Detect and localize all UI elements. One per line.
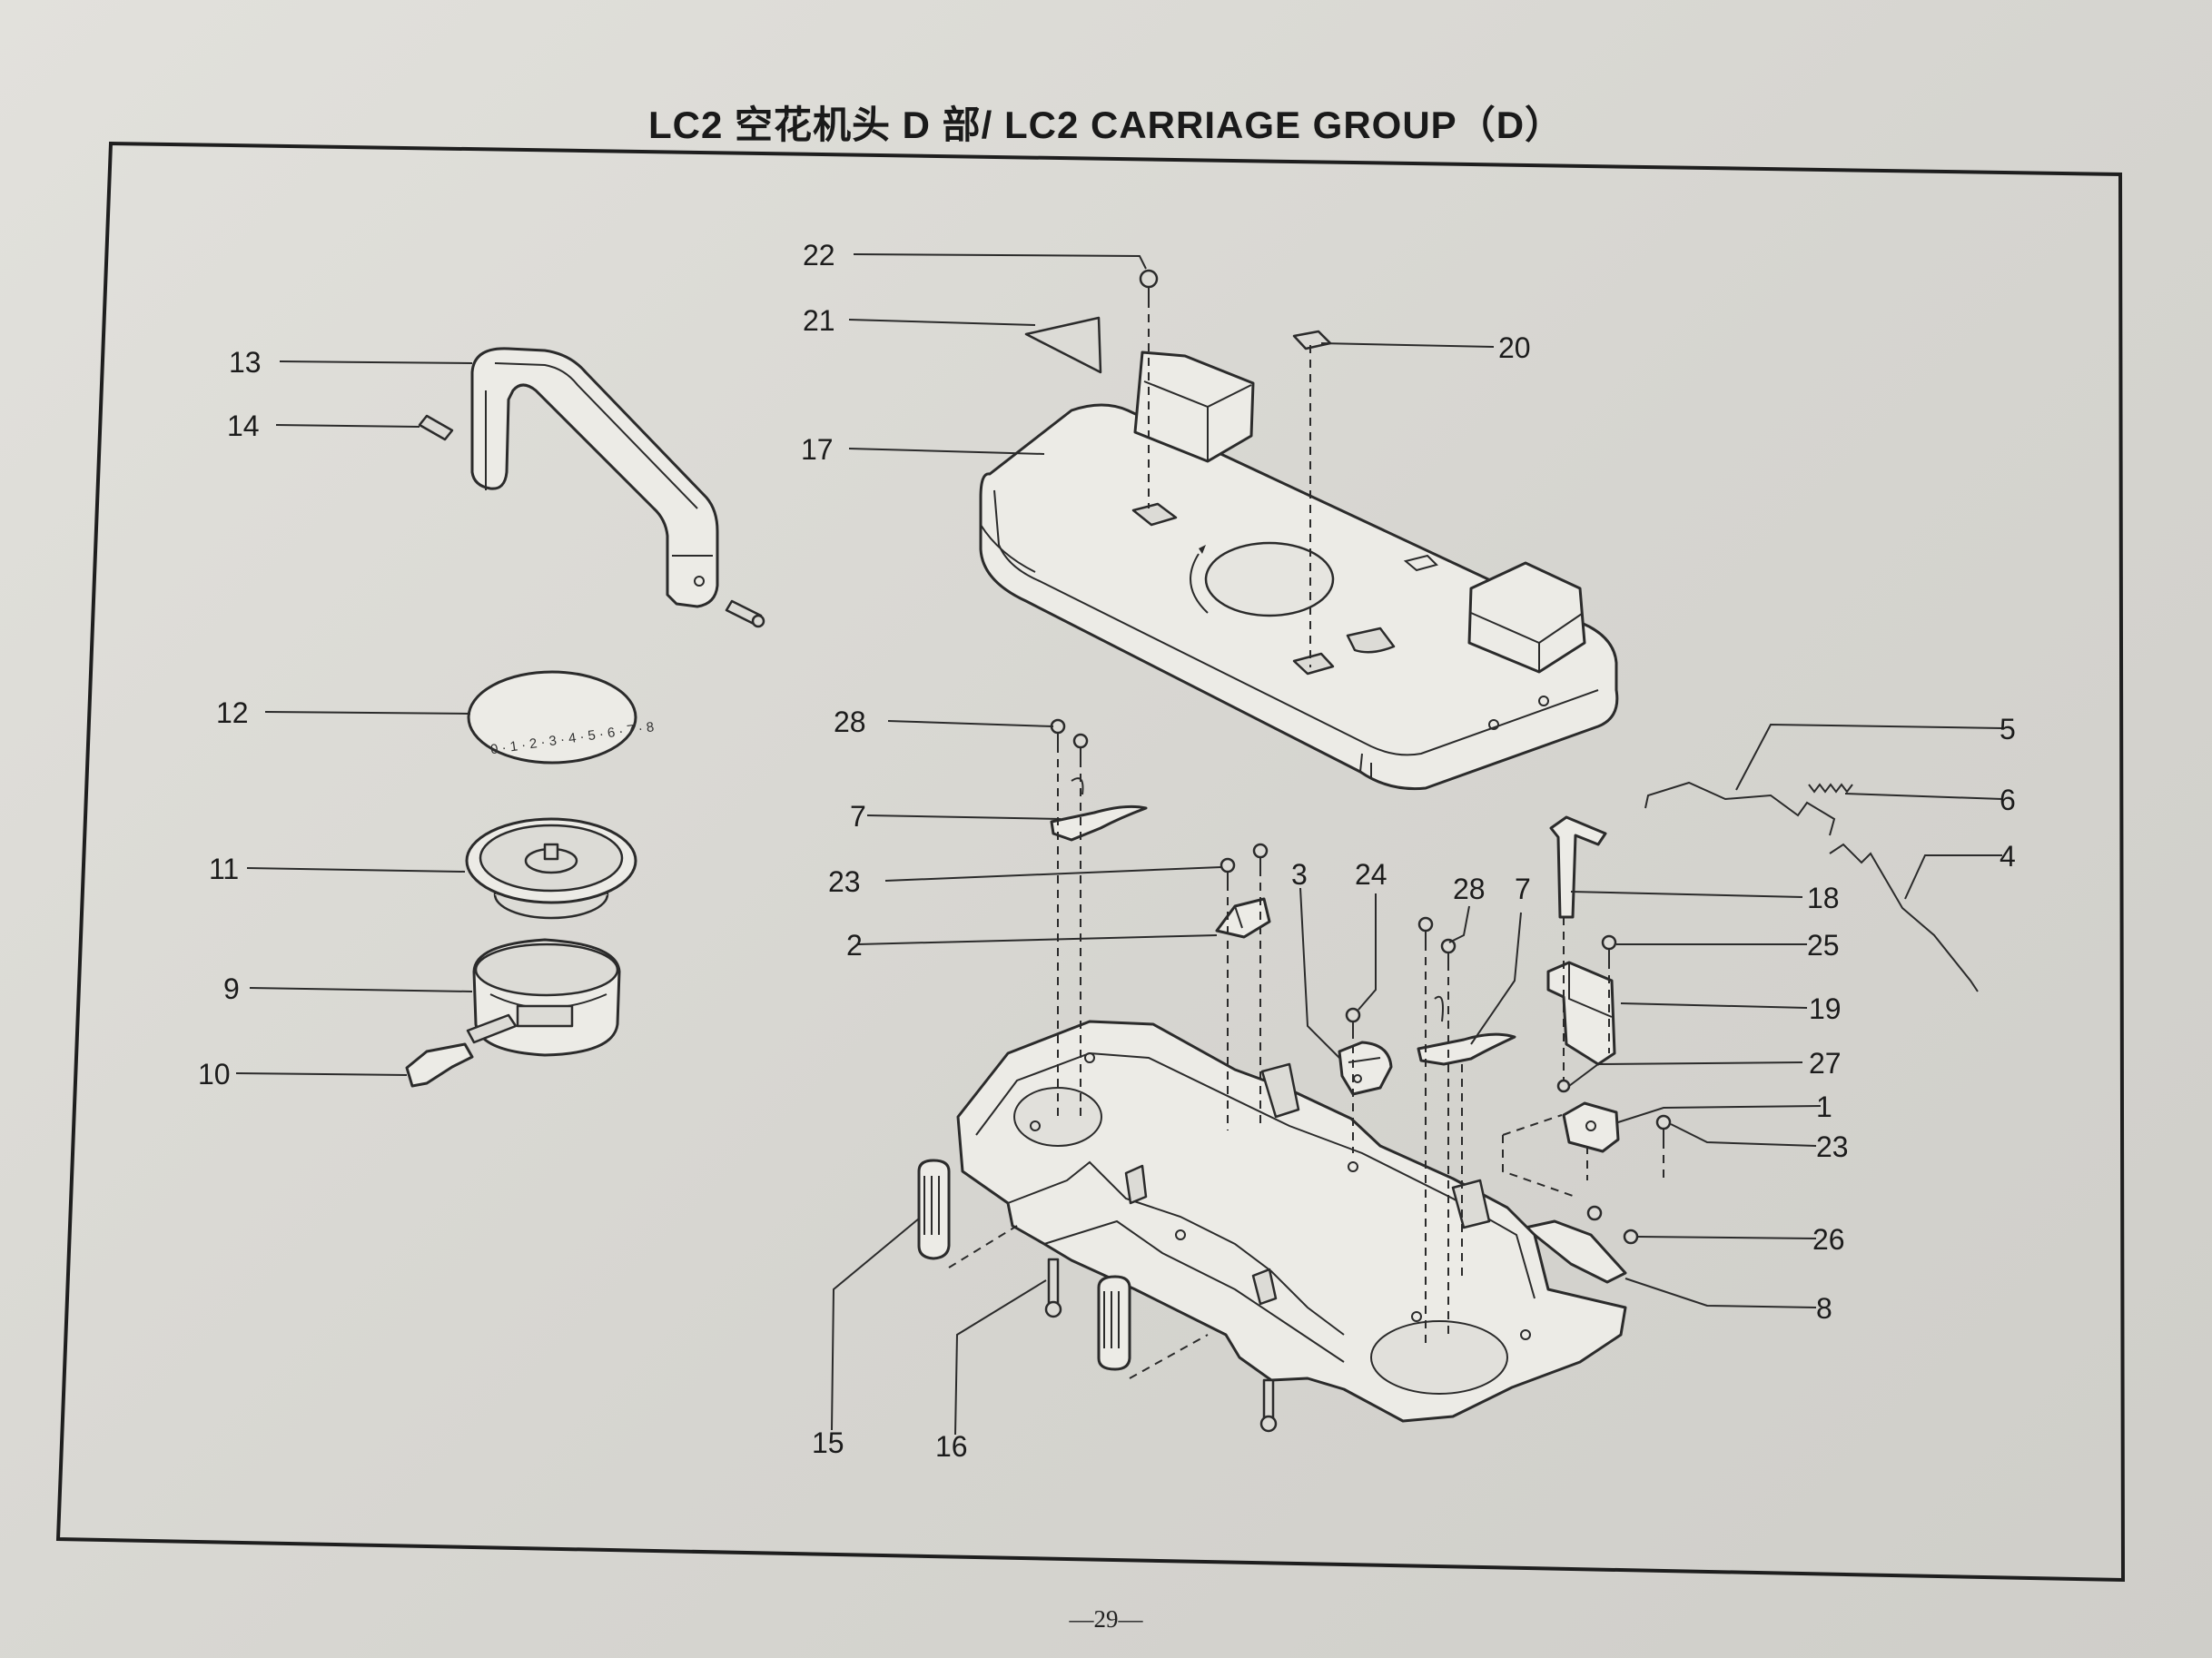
callout-20: 20	[1498, 331, 1531, 364]
part-24-screw	[1345, 1007, 1361, 1031]
callout-18: 18	[1807, 882, 1840, 914]
callout-6: 6	[2000, 784, 2016, 816]
part-23-screw-right	[1655, 1114, 1672, 1140]
part-17-top-cover	[979, 350, 1619, 791]
callout-9: 9	[223, 972, 240, 1005]
callout-10: 10	[198, 1058, 231, 1091]
callout-28-top: 28	[834, 706, 866, 738]
part-11-dial	[465, 817, 637, 920]
part-5-wire	[1644, 781, 1836, 836]
part-9-dial-housing	[466, 938, 621, 1057]
callout-16: 16	[935, 1430, 968, 1463]
callout-12: 12	[216, 696, 249, 729]
callout-25: 25	[1807, 929, 1840, 962]
callout-3: 3	[1291, 858, 1308, 891]
part-21-triangle-label	[1024, 316, 1102, 374]
part-8-guide-plate	[1524, 1219, 1627, 1284]
part-16-screw	[1044, 1258, 1278, 1433]
part-20-cap	[1292, 330, 1332, 350]
callout-27: 27	[1809, 1047, 1842, 1080]
callout-21: 21	[803, 304, 835, 337]
part-4-wire	[1829, 843, 1979, 992]
callout-17: 17	[801, 433, 834, 466]
callout-8: 8	[1816, 1292, 1832, 1325]
callout-23-right: 23	[1816, 1130, 1849, 1163]
part-2-bracket	[1215, 897, 1271, 939]
part-22-screw	[1139, 269, 1159, 300]
callout-7-right: 7	[1515, 873, 1531, 905]
part-26-screw	[1586, 1205, 1639, 1245]
callout-28-right: 28	[1453, 873, 1486, 905]
callout-23-left: 23	[828, 865, 861, 898]
callout-4: 4	[2000, 840, 2016, 873]
part-12-dial-sheet: 0 · 1 · 2 · 3 · 4 · 5 · 6 · 7 · 8	[467, 670, 655, 765]
callout-24: 24	[1355, 858, 1387, 891]
part-1-plate	[1562, 1101, 1620, 1153]
part-28-screw-right	[1417, 916, 1457, 962]
part-19-bracket	[1546, 961, 1616, 1066]
part-25-screw	[1601, 934, 1617, 961]
part-7-latch	[1050, 777, 1148, 842]
callout-5: 5	[2000, 713, 2016, 745]
part-7-latch-right	[1417, 995, 1516, 1066]
callout-11: 11	[209, 853, 239, 885]
part-14-pin	[418, 414, 765, 628]
part-13-handle	[470, 347, 719, 608]
page-title: LC2 空花机头 D 部/ LC2 CARRIAGE GROUP（D）	[647, 104, 1565, 146]
diagram-frame	[55, 141, 2126, 1583]
callout-labels: 22 21 20 13 14 17 12 28 5 6 7 4 11 23 3 …	[198, 239, 2016, 1463]
callout-2: 2	[846, 929, 863, 962]
callout-22: 22	[803, 239, 835, 271]
part-15-roller	[917, 1159, 1131, 1371]
callout-19: 19	[1809, 992, 1842, 1025]
callout-1: 1	[1816, 1091, 1832, 1123]
callout-26: 26	[1812, 1223, 1845, 1256]
part-6-spring	[1808, 783, 1853, 794]
part-3-cam-plate	[1338, 1041, 1393, 1096]
carriage-base-plate	[956, 1020, 1627, 1423]
leader-lines	[235, 253, 2003, 1436]
callout-7-left: 7	[850, 800, 866, 833]
part-10-knob	[405, 1042, 474, 1088]
part-28-screw	[1050, 718, 1089, 759]
page-number: —29—	[1069, 1605, 1143, 1633]
part-23-screw	[1220, 843, 1269, 883]
part-18-lever	[1549, 815, 1607, 919]
part-27-spring	[1556, 1079, 1571, 1093]
callout-14: 14	[227, 410, 260, 442]
callout-13: 13	[229, 346, 262, 379]
callout-15: 15	[812, 1426, 844, 1459]
